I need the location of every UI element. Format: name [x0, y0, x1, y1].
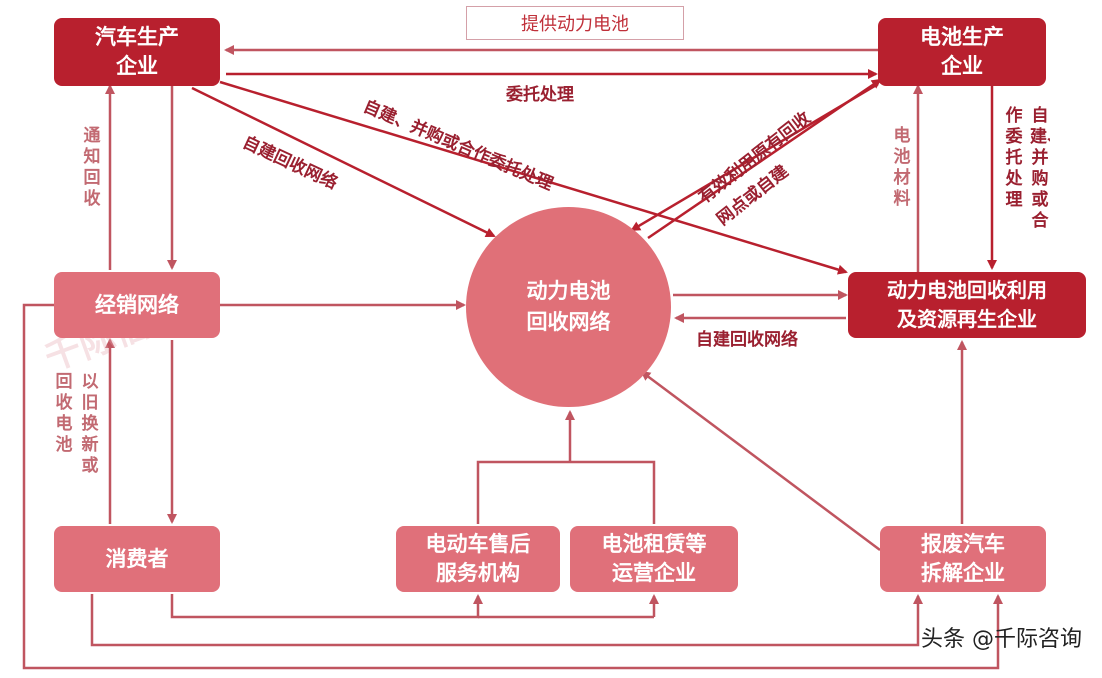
label-entrust: 委托处理 [506, 85, 574, 105]
node-consumer: 消费者 [54, 526, 220, 592]
label-provide-battery: 提供动力电池 [466, 6, 684, 40]
node-car-maker: 汽车生产 企业 [54, 18, 220, 86]
edge-dealer-to-scrap [22, 303, 1003, 670]
edge-car-to-enterprise [219, 80, 848, 275]
node-battery-maker: 电池生产 企业 [878, 18, 1046, 86]
edge-service-rental-to-circle [476, 460, 656, 524]
node-recycle-enterprise: 动力电池回收利用 及资源再生企业 [848, 272, 1086, 338]
edge-circle-to-battery [647, 78, 882, 240]
label-battery-material: 电池材料 [893, 126, 911, 209]
node-ev-service: 电动车售后 服务机构 [396, 526, 560, 592]
watermark: 头条 @千际咨询 [921, 627, 1082, 652]
node-battery-rental: 电池租赁等 运营企业 [570, 526, 738, 592]
edge-car-to-circle [191, 86, 496, 238]
edge-consumer-to-scrap [90, 594, 923, 647]
label-self-merge-right-b: 自建、并购或合 [1030, 106, 1050, 231]
label-recycle-battery: 回收电池 [55, 372, 73, 455]
edge-scrap-to-circle [640, 370, 881, 552]
label-notify-recycle: 通知回收 [83, 126, 101, 209]
node-scrap-dismantle: 报废汽车 拆解企业 [880, 526, 1046, 592]
node-recycle-network: 动力电池 回收网络 [466, 207, 671, 407]
label-trade-in: 以旧换新或 [81, 372, 99, 476]
label-self-build-right: 自建回收网络 [696, 330, 798, 350]
edge-consumer-to-service [170, 594, 483, 619]
label-self-merge-right-a: 作委托处理 [1005, 106, 1023, 210]
node-dealer: 经销网络 [54, 272, 220, 338]
